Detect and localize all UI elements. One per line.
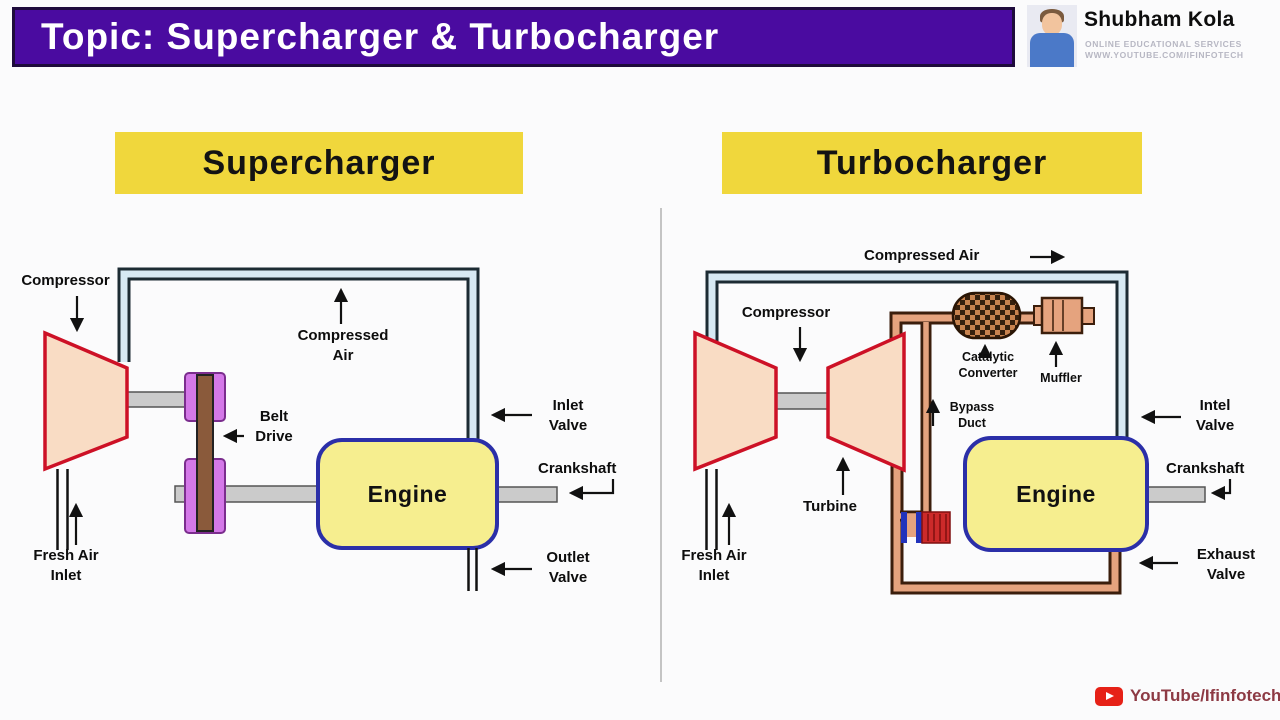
page-title: Topic: Supercharger & Turbocharger [41, 16, 720, 57]
presenter-photo [1027, 5, 1077, 67]
turbine-shape [826, 331, 906, 473]
youtube-channel-name: YouTube/Ifinfotech [1130, 686, 1280, 705]
presenter-face [1042, 13, 1062, 35]
label-bypass-duct: Bypass Duct [949, 400, 995, 431]
label-sup-crankshaft: Crankshaft [538, 460, 617, 477]
label-tur-compressor: Compressor [741, 304, 831, 321]
turbocharger-fresh-air-lines [705, 469, 718, 550]
supercharger-arrows [68, 287, 615, 577]
presenter-shirt [1030, 33, 1074, 67]
presenter-tagline-1: ONLINE EDUCATIONAL SERVICES [1085, 39, 1242, 49]
turbine-exhaust-pipe [889, 311, 1086, 340]
vertical-divider [660, 208, 662, 682]
label-sup-compressor: Compressor [21, 272, 110, 289]
label-tur-fresh-air: Fresh Air Inlet [681, 547, 747, 585]
presenter-name: Shubham Kola [1084, 8, 1235, 31]
crankshaft-right-stub [496, 486, 558, 503]
engine-exhaust-loop-pipe [890, 466, 1122, 595]
turbo-crankshaft-stub [1146, 486, 1206, 503]
label-sup-fresh-air: Fresh Air Inlet [33, 547, 99, 585]
supercharger-diagram [43, 267, 615, 591]
footer-channel: YouTube/Ifinfotech [1095, 686, 1280, 706]
youtube-icon [1095, 686, 1123, 706]
turbocharger-engine-box [963, 436, 1149, 552]
turbocharger-compressor-shape [693, 330, 778, 472]
supercharger-title-banner: Supercharger [115, 132, 523, 194]
turbocharger-air-pipe [705, 270, 1129, 442]
label-tur-crankshaft: Crankshaft [1166, 460, 1245, 477]
label-sup-compressed-air: Compressed Air [297, 327, 389, 365]
label-turbine: Turbine [803, 498, 857, 515]
muffler-shape [1033, 296, 1095, 335]
branding-block: Shubham Kola ONLINE EDUCATIONAL SERVICES… [1022, 2, 1278, 70]
catalytic-converter-shape [951, 291, 1022, 340]
belt [196, 374, 214, 532]
label-sup-engine: Engine [367, 480, 448, 507]
supercharger-fresh-air-lines [56, 469, 69, 550]
turbocharger-arrows [721, 249, 1232, 571]
label-belt-drive: Belt Drive [255, 408, 293, 446]
label-sup-inlet-valve: Inlet Valve [548, 397, 588, 435]
label-muffler: Muffler [1040, 371, 1082, 385]
turbo-shaft [773, 392, 831, 410]
supercharger-outlet-lines [467, 548, 478, 591]
youtube-play-triangle [1106, 691, 1114, 700]
label-tur-inlet-valve: Intel Valve [1195, 397, 1235, 435]
label-tur-engine: Engine [1016, 480, 1096, 507]
label-sup-outlet-valve: Outlet Valve [546, 549, 590, 587]
presenter-tagline-2: WWW.YOUTUBE.COM/IFINFOTECH [1085, 50, 1244, 60]
header-bar: Topic: Supercharger & Turbocharger [12, 7, 1015, 67]
belt-drive-assembly [184, 372, 226, 534]
supercharger-engine-box [316, 438, 499, 550]
turbocharger-diagram [693, 249, 1232, 595]
label-exhaust-valve: Exhaust Valve [1196, 546, 1256, 584]
supercharger-air-pipe [117, 267, 480, 442]
turbocharger-title-banner: Turbocharger [722, 132, 1142, 194]
supercharger-compressor-shape [43, 330, 129, 472]
label-catalytic-converter: Catalytic Converter [958, 350, 1018, 381]
wastegate-valve [901, 511, 951, 544]
label-tur-compressed-air: Compressed Air [864, 247, 980, 264]
